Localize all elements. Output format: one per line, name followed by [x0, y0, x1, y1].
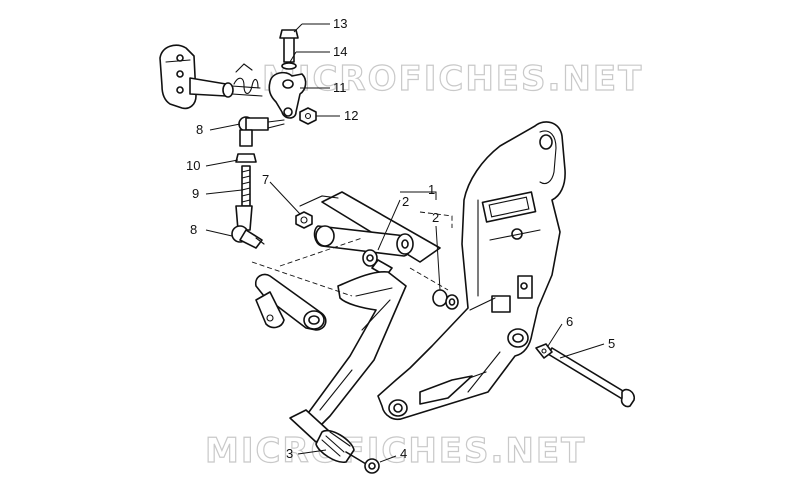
pivot-bolt — [535, 343, 636, 408]
callout-8-upper: 8 — [196, 122, 203, 137]
callout-3: 3 — [286, 446, 293, 461]
callout-12: 12 — [344, 108, 358, 123]
callout-13: 13 — [333, 16, 347, 31]
callout-5: 5 — [608, 336, 615, 351]
callout-7: 7 — [262, 172, 269, 187]
callout-8-lower: 8 — [190, 222, 197, 237]
callout-2-right: 2 — [432, 210, 439, 225]
upper-linkage — [159, 29, 317, 125]
leader-lines — [205, 23, 605, 463]
callout-11: 11 — [333, 80, 347, 95]
callout-9: 9 — [192, 186, 199, 201]
callout-6: 6 — [566, 314, 573, 329]
callout-2-left: 2 — [402, 194, 409, 209]
watermark-bottom: MICROFICHES.NET — [205, 431, 586, 471]
linkage-rod — [231, 116, 285, 249]
watermark-top: MICROFICHES.NET — [262, 59, 643, 99]
callout-labels: 13 14 11 12 8 10 9 7 1 2 2 8 6 5 3 4 — [186, 16, 615, 461]
callout-14: 14 — [333, 44, 347, 59]
callout-10: 10 — [186, 158, 200, 173]
callout-1: 1 — [428, 182, 435, 197]
callout-4: 4 — [400, 446, 407, 461]
gear-lever-assembly — [251, 191, 459, 474]
bracket-plate — [377, 121, 566, 421]
